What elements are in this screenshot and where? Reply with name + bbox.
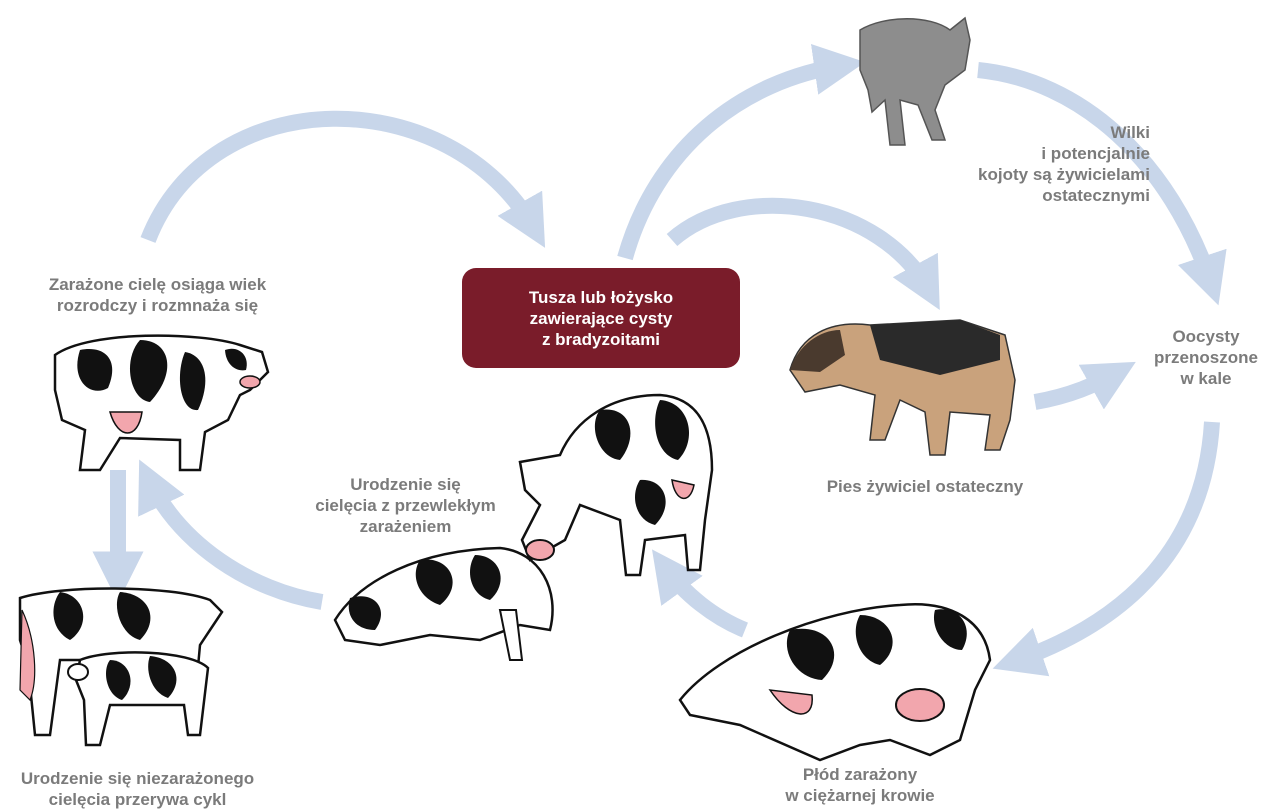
oocysts-label-line-2: przenoszone bbox=[1150, 347, 1262, 368]
chronic-label-line-2: cielęcia z przewlekłym bbox=[278, 495, 533, 516]
infected-cow-image bbox=[520, 395, 712, 575]
center-line-3: z bradyzoitami bbox=[462, 329, 740, 350]
breeding-label: Zarażone cielę osiąga wiek rozrodczy i r… bbox=[20, 274, 295, 316]
breeding-label-line-2: rozrodczy i rozmnaża się bbox=[20, 295, 295, 316]
breeding-cow-image bbox=[55, 336, 268, 470]
arrow-oocysts-to-fetus bbox=[1012, 422, 1212, 662]
wolf-label-line-2: i potencjalnie bbox=[960, 143, 1150, 164]
uninfected-calf-label: Urodzenie się niezarażonego cielęcia prz… bbox=[0, 768, 275, 810]
oocysts-label: Oocysty przenoszone w kale bbox=[1150, 326, 1262, 389]
dog-label-line-1: Pies żywiciel ostateczny bbox=[790, 476, 1060, 497]
chronic-calf-image bbox=[335, 548, 553, 660]
dog-label: Pies żywiciel ostateczny bbox=[790, 476, 1060, 497]
wolf-label-line-3: kojoty są żywicielami bbox=[960, 164, 1150, 185]
arrow-breed-to-carcass bbox=[148, 119, 535, 240]
wolf-label: Wilki i potencjalnie kojoty są żywiciela… bbox=[960, 122, 1150, 206]
carcass-placenta-box: Tusza lub łożysko zawierające cysty z br… bbox=[462, 268, 740, 368]
oocysts-label-line-3: w kale bbox=[1150, 368, 1262, 389]
chronic-label-line-3: zarażeniem bbox=[278, 516, 533, 537]
fetus-label-line-2: w ciężarnej krowie bbox=[740, 785, 980, 806]
cow-and-calf-image bbox=[20, 588, 222, 745]
wolf-image bbox=[860, 18, 970, 145]
arrow-fetus-to-chronic bbox=[664, 566, 745, 630]
chronic-label-line-1: Urodzenie się bbox=[278, 474, 533, 495]
arrow-dog-to-oocysts bbox=[1035, 372, 1118, 402]
arrow-carcass-to-wolf bbox=[625, 65, 845, 258]
dog-image bbox=[790, 320, 1015, 455]
oocysts-label-line-1: Oocysty bbox=[1150, 326, 1262, 347]
chronic-calf-label: Urodzenie się cielęcia z przewlekłym zar… bbox=[278, 474, 533, 537]
wolf-label-line-4: ostatecznymi bbox=[960, 185, 1150, 206]
uninfected-label-line-2: cielęcia przerywa cykl bbox=[0, 789, 275, 810]
wolf-label-line-1: Wilki bbox=[960, 122, 1150, 143]
center-line-1: Tusza lub łożysko bbox=[462, 287, 740, 308]
uninfected-label-line-1: Urodzenie się niezarażonego bbox=[0, 768, 275, 789]
breeding-label-line-1: Zarażone cielę osiąga wiek bbox=[20, 274, 295, 295]
fetus-label: Płód zarażony w ciężarnej krowie bbox=[740, 764, 980, 806]
center-line-2: zawierające cysty bbox=[462, 308, 740, 329]
fetus-label-line-1: Płód zarażony bbox=[740, 764, 980, 785]
